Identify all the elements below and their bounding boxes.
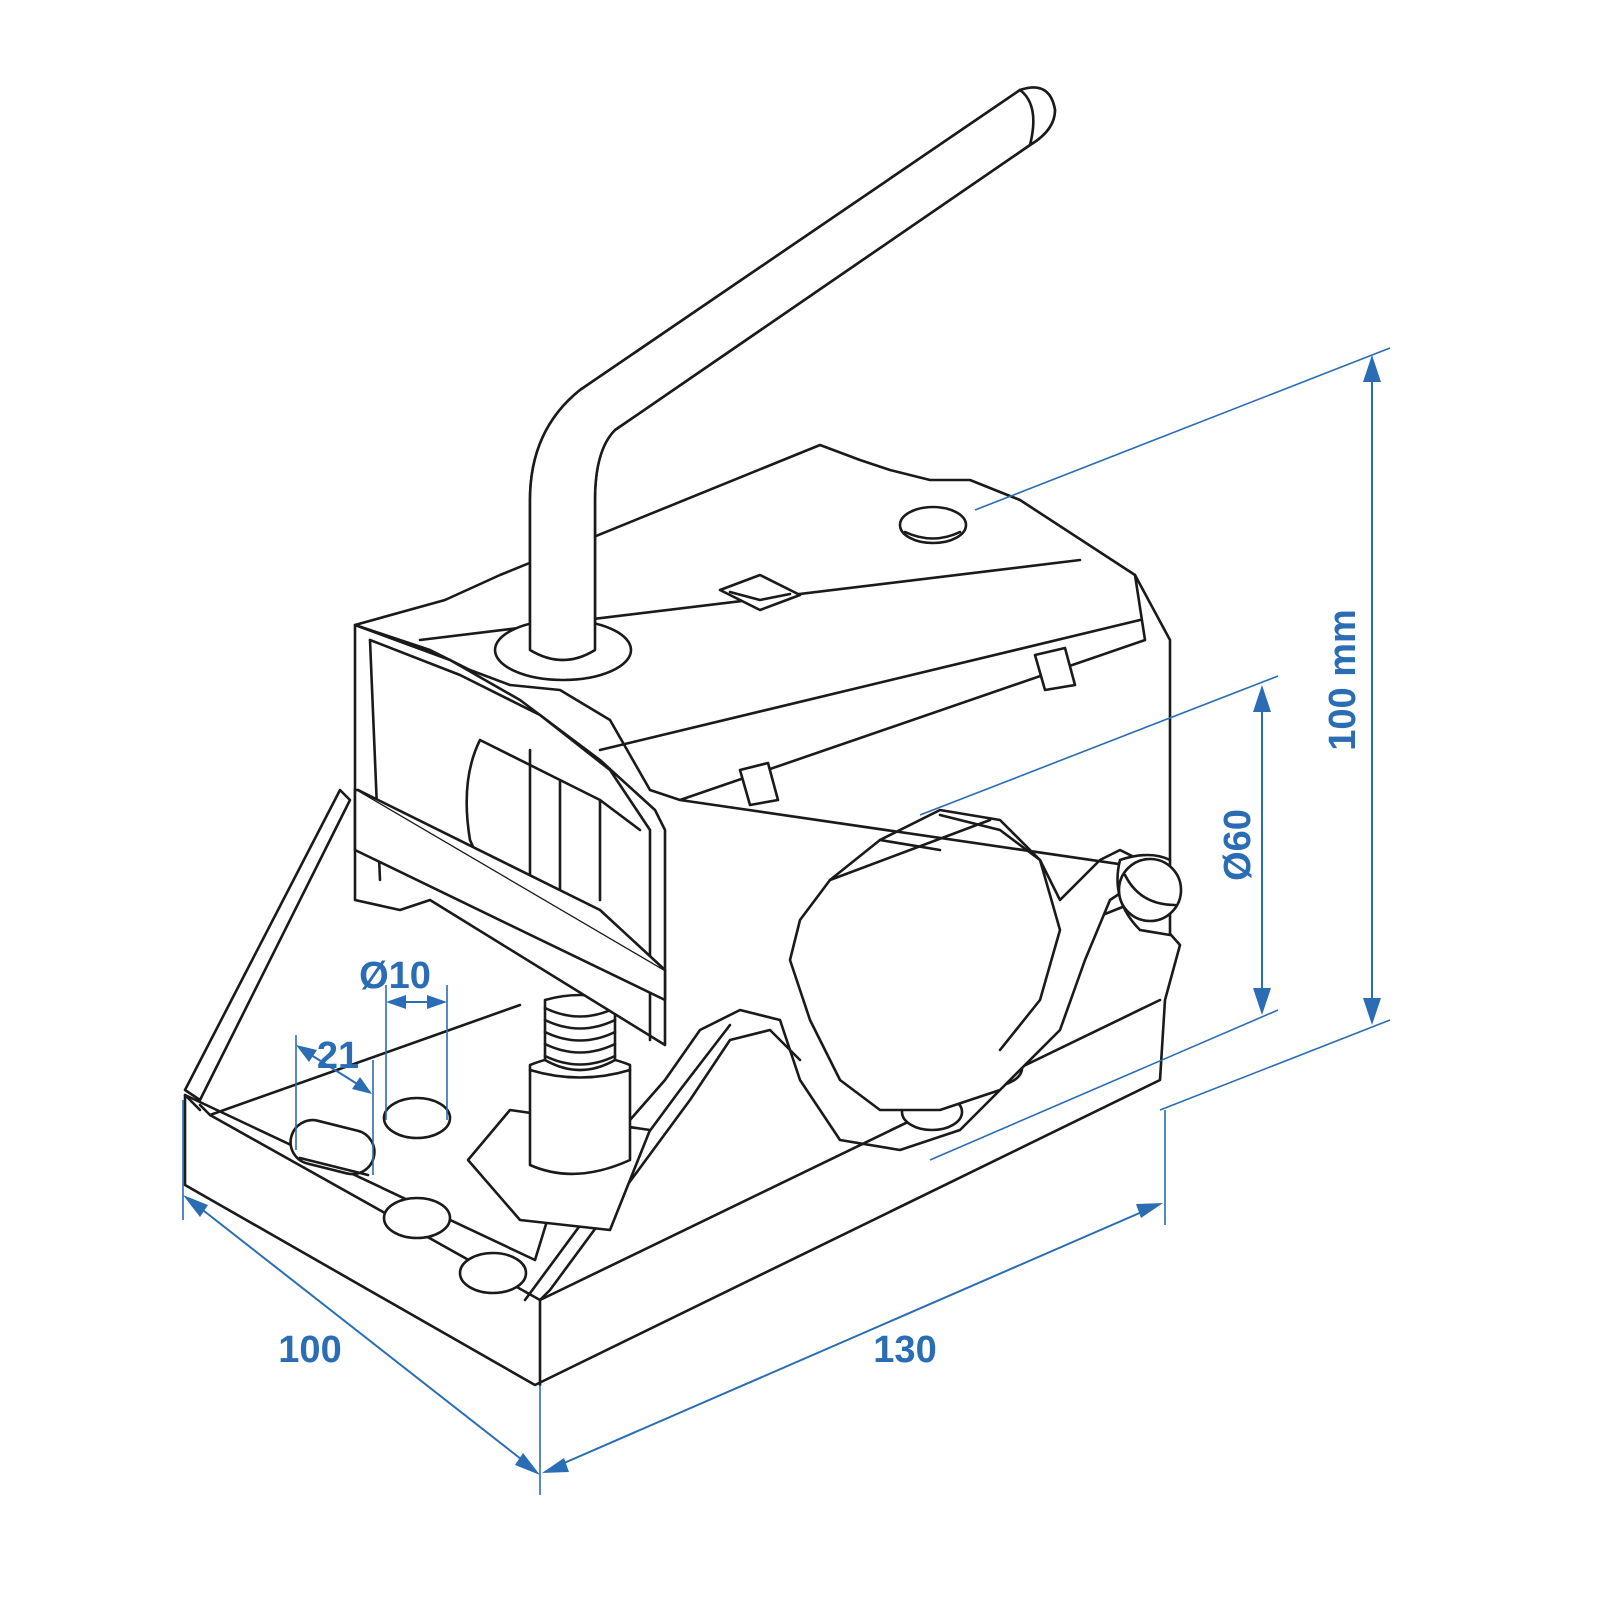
clamp-drawing — [183, 86, 1183, 1387]
base-plate — [183, 788, 1182, 1387]
height-dimension — [974, 347, 1391, 1111]
length-dimension — [542, 1110, 1166, 1473]
hole-diameter-label: Ø10 — [359, 955, 431, 997]
slot-length-label: 21 — [317, 1035, 359, 1077]
height-label: 100 mm — [1322, 609, 1364, 751]
dimension-lines — [182, 347, 1391, 1495]
length-label: 130 — [873, 1329, 936, 1371]
hole — [458, 1251, 528, 1295]
hole — [382, 1196, 452, 1240]
square-hole — [718, 573, 802, 612]
width-label: 100 — [278, 1329, 341, 1371]
tube-bore — [828, 813, 1062, 1052]
tab-slot — [738, 761, 780, 807]
slot-dimension — [295, 1035, 374, 1175]
crank-handle — [493, 86, 1057, 682]
width-dimension — [182, 1100, 541, 1495]
hole-dimension — [385, 985, 448, 1120]
top-features — [718, 505, 1077, 807]
tube-diameter-label: Ø60 — [1217, 809, 1259, 881]
diameter-dimension — [919, 675, 1279, 1161]
dimension-labels: 100 mm Ø60 Ø10 21 100 130 — [278, 609, 1364, 1371]
thread — [543, 993, 617, 1072]
hole — [382, 1096, 452, 1140]
hinge-pin — [1116, 853, 1183, 937]
spindle — [466, 993, 652, 1232]
tab-slot — [1033, 646, 1077, 692]
top-hole — [898, 505, 968, 545]
